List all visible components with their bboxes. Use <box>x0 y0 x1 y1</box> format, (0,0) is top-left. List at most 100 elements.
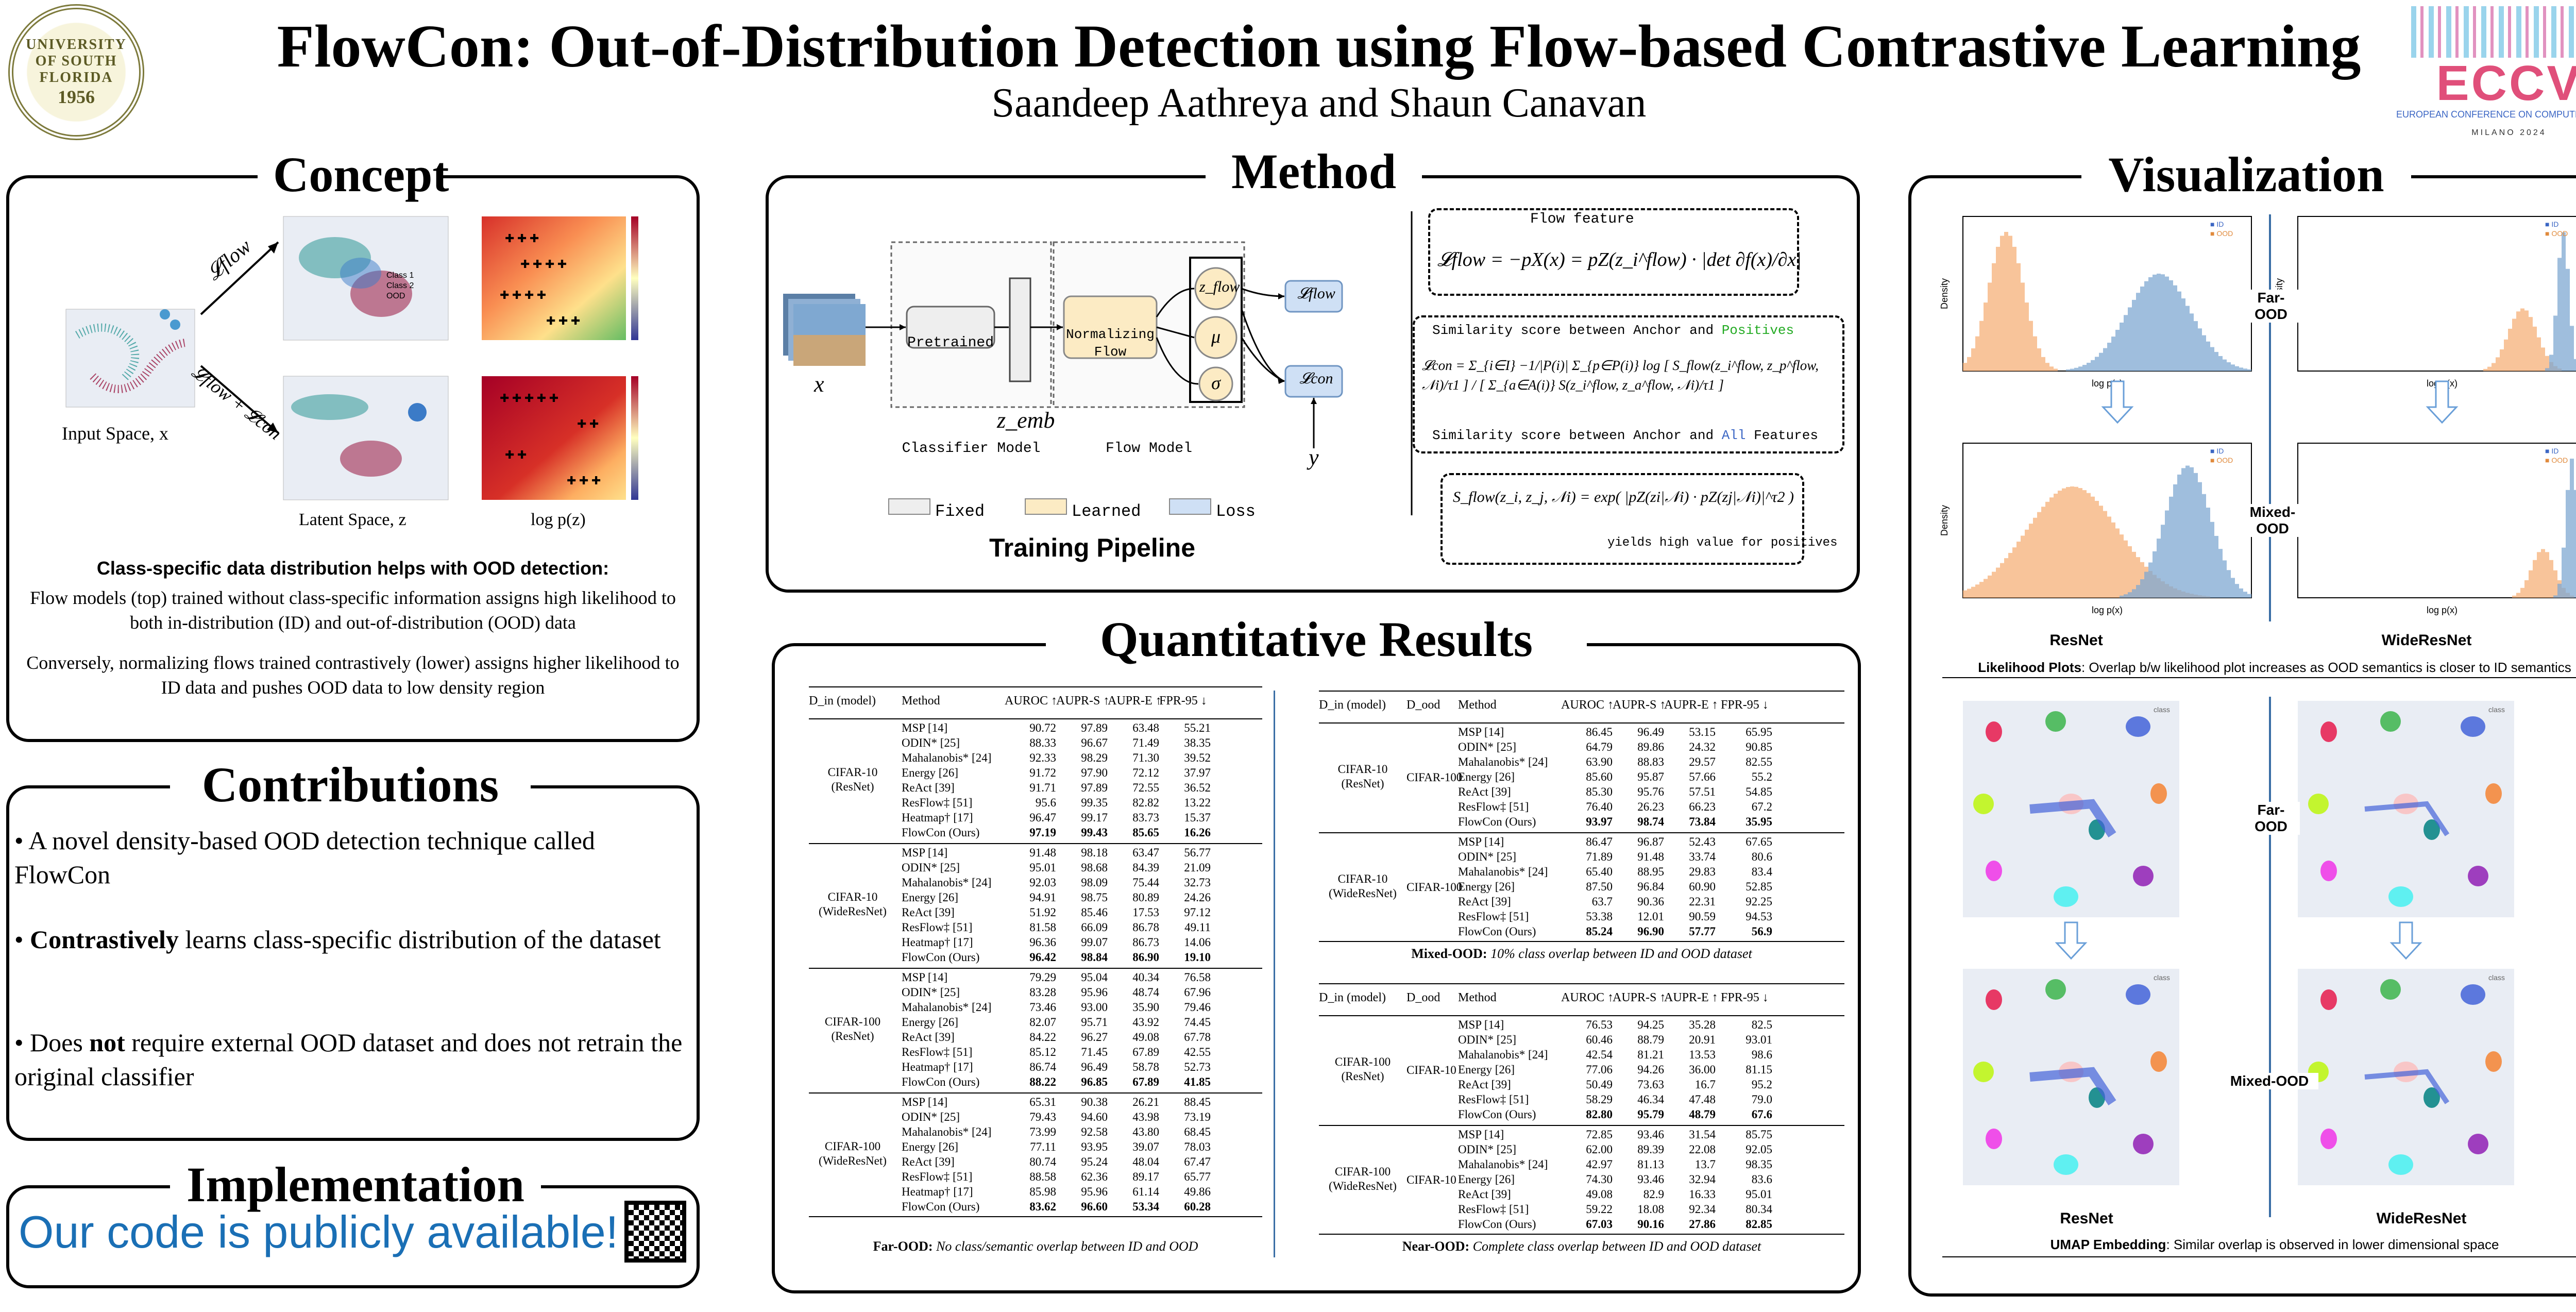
hist-bar <box>2214 535 2218 598</box>
umap-cluster <box>2388 886 2413 907</box>
likelihood-caption-bold: Likelihood Plots <box>1978 660 2081 675</box>
hist-bar <box>2177 291 2181 371</box>
down-arrow <box>2426 380 2459 424</box>
hist-bar <box>1967 588 1971 598</box>
hist-bar <box>2231 578 2235 598</box>
metric-cell: 82.9 <box>1643 1188 1664 1201</box>
hist-bar <box>1988 282 1992 371</box>
hist-bar <box>2169 496 2173 598</box>
qr-code[interactable] <box>624 1201 686 1263</box>
metric-cell: 63.7 <box>1591 895 1613 908</box>
metric-cell: 96.49 <box>1637 726 1664 738</box>
metric-cell: 88.33 <box>1029 736 1056 749</box>
hist-bar <box>2545 368 2549 371</box>
down-arrow <box>2055 921 2088 960</box>
hist-bar <box>2029 321 2033 371</box>
metric-cell: 90.59 <box>1689 910 1716 923</box>
hist-bar <box>1975 584 1979 598</box>
hist-bar <box>1971 348 1975 371</box>
hist-bar <box>2082 365 2087 371</box>
method-cell: Energy [26] <box>902 891 959 904</box>
legend-ood: ■ OOD <box>2210 229 2233 238</box>
header-din: D_in (model) <box>809 694 876 708</box>
hist-bar <box>2124 594 2128 598</box>
umap-cluster <box>2320 1129 2337 1149</box>
metric-cell: 86.74 <box>1029 1061 1056 1073</box>
mu-label: μ <box>1211 326 1221 347</box>
metric-cell: 72.55 <box>1132 781 1159 794</box>
hist-bar <box>1984 579 1988 598</box>
metric-cell: 80.34 <box>1745 1203 1772 1216</box>
hist-bar <box>2091 496 2095 598</box>
hist-bar <box>2115 330 2120 371</box>
metric-cell: 60.90 <box>1689 880 1716 893</box>
metric-cell: 52.43 <box>1689 835 1716 848</box>
svg-text:✚ ✚ ✚ ✚ ✚: ✚ ✚ ✚ ✚ ✚ <box>500 392 558 405</box>
metric-cell: 43.92 <box>1132 1016 1159 1029</box>
metric-cell: 24.32 <box>1689 741 1716 753</box>
method-cell: Energy [26] <box>902 1140 959 1153</box>
metric-cell: 84.22 <box>1029 1031 1056 1044</box>
code-link[interactable]: Our code is publicly available! <box>19 1206 619 1257</box>
hist-bar <box>2111 522 2115 598</box>
hist-bar <box>2214 351 2218 371</box>
umap-cluster <box>1986 861 2002 881</box>
far-ood-row-label: Far-OOD <box>2241 290 2301 323</box>
eq-flow: 𝓛flow = −pX(x) = pZ(z_i^flow) · |det ∂f(… <box>1437 249 1802 271</box>
hist-bar <box>2000 236 2004 371</box>
method-cell: Heatmap† [17] <box>902 1185 973 1198</box>
hist-bar <box>2235 584 2239 598</box>
umap-cluster <box>2485 783 2502 804</box>
legend-ood: ■ OOD <box>2545 456 2568 464</box>
contribution-3-c: require external OOD dataset and does no… <box>14 1028 683 1091</box>
method-cell: ReAct [39] <box>1458 785 1511 798</box>
metric-cell: 85.12 <box>1029 1046 1056 1058</box>
hist-bar <box>2037 348 2041 371</box>
hist-bar <box>2124 540 2128 598</box>
metric-cell: 86.78 <box>1132 921 1159 934</box>
header-metric: AUPR-E ↑ <box>1108 694 1162 708</box>
umap-cluster <box>2150 783 2167 804</box>
method-cell: ODIN* [25] <box>902 861 960 874</box>
concept-heading: Class-specific data distribution helps w… <box>96 558 609 579</box>
hist-bar <box>2124 315 2128 371</box>
metric-cell: 90.85 <box>1745 741 1772 753</box>
umap-cluster <box>2320 989 2337 1010</box>
metric-cell: 81.15 <box>1745 1063 1772 1076</box>
hist-bar <box>2173 484 2177 598</box>
method-cell: ODIN* [25] <box>1458 850 1517 863</box>
umap-caption: UMAP Embedding: Similar overlap is obser… <box>1922 1237 2576 1253</box>
method-cell: MSP [14] <box>1458 1018 1504 1031</box>
metric-cell: 90.38 <box>1081 1096 1108 1108</box>
metric-cell: 61.14 <box>1132 1185 1159 1198</box>
group-name: CIFAR-10 (ResNet) <box>827 766 878 793</box>
hist-bar <box>2173 285 2177 371</box>
hist-bar <box>2520 308 2524 371</box>
metric-cell: 83.28 <box>1029 986 1056 999</box>
metric-cell: 92.25 <box>1745 895 1772 908</box>
metric-cell: 91.72 <box>1029 766 1056 779</box>
metric-cell: 36.00 <box>1689 1063 1716 1076</box>
umap-cluster <box>1973 794 1994 814</box>
umap-resnet-label: ResNet <box>2060 1210 2113 1227</box>
metric-cell: 98.09 <box>1081 876 1108 889</box>
hist-bar <box>2508 328 2512 371</box>
metric-cell: 42.97 <box>1586 1158 1613 1171</box>
hist-bar <box>2025 302 2029 371</box>
metric-cell: 91.48 <box>1029 846 1056 859</box>
method-cell: Mahalanobis* [24] <box>902 876 992 889</box>
metric-cell: 85.30 <box>1586 785 1613 798</box>
metric-cell: 16.33 <box>1689 1188 1716 1201</box>
metric-cell: 54.85 <box>1745 785 1772 798</box>
